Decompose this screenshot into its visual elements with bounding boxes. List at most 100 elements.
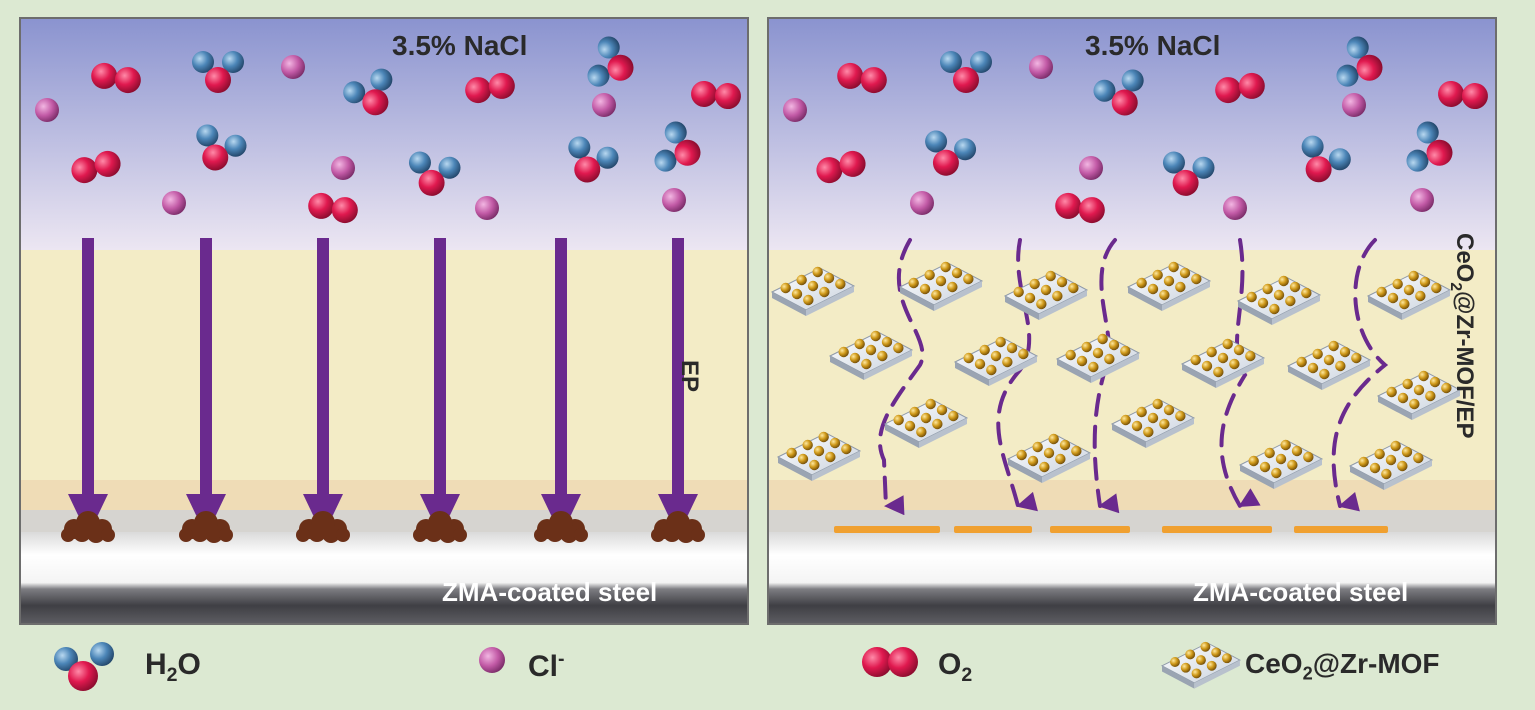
legend-chloride-sup: -: [558, 648, 565, 670]
water-molecule: [192, 51, 244, 93]
mof-platelet: [1236, 275, 1322, 325]
right-coating-label: CeO2@Zr-MOF/EP: [1446, 233, 1478, 438]
water-molecule: [343, 68, 393, 116]
mof-platelet: [1126, 261, 1212, 311]
corrosion-products: [61, 511, 705, 543]
chloride-ion: [475, 196, 499, 220]
mof-platelet: [1006, 433, 1092, 483]
oxygen-molecule: [465, 72, 515, 104]
right-coating-label-suffix: @Zr-MOF/EP: [1451, 291, 1478, 439]
right-substrate-label: ZMA-coated steel: [1193, 577, 1409, 607]
rust-deposit: [179, 511, 233, 543]
chloride-ion: [281, 55, 305, 79]
right-panel-border: [767, 17, 1497, 625]
legend-water-label: H2O: [145, 648, 201, 687]
mof-platelet: [1055, 333, 1141, 383]
rust-deposit: [296, 511, 350, 543]
water-molecule: [196, 124, 247, 171]
oxygen-molecule: [1438, 80, 1488, 110]
legend-chloride-icon: [479, 647, 505, 673]
legend-chloride-text: Cl: [528, 650, 558, 683]
passive-film: [1162, 526, 1272, 533]
passive-film: [1294, 526, 1388, 533]
left-coating-region: [20, 250, 748, 480]
rust-deposit: [534, 511, 588, 543]
left-panel-border: [19, 17, 749, 625]
left-substrate-label: ZMA-coated steel: [442, 577, 658, 607]
mof-platelet: [1376, 370, 1462, 420]
water-molecule: [940, 51, 992, 93]
legend-water-o: O: [177, 648, 201, 681]
legend-oxygen-icon: [862, 647, 918, 677]
chloride-ion: [1342, 93, 1366, 117]
left-solution-label: 3.5% NaCl: [392, 30, 528, 61]
rust-deposit: [61, 511, 115, 543]
chloride-ion: [1029, 55, 1053, 79]
water-molecule: [1301, 135, 1351, 183]
chloride-ion: [331, 156, 355, 180]
legend-mof-icon: [1160, 641, 1241, 689]
passive-film: [954, 526, 1032, 533]
diffusion-path: [878, 238, 925, 516]
oxygen-molecule: [308, 192, 358, 224]
solution-species: [35, 36, 1488, 224]
chloride-ion: [662, 188, 686, 212]
left-interlayer-band: [20, 480, 748, 510]
water-molecule: [408, 151, 461, 196]
legend-mof-sub: 2: [1302, 663, 1313, 684]
mof-platelet: [1238, 439, 1324, 489]
mof-platelet: [770, 266, 856, 316]
oxygen-molecule: [837, 62, 887, 94]
oxygen-molecule: [71, 150, 121, 184]
mof-platelet: [1160, 641, 1241, 689]
passive-film: [834, 526, 940, 533]
left-solution-region: [20, 18, 748, 250]
water-molecule: [925, 130, 977, 176]
chloride-ion: [592, 93, 616, 117]
mof-platelet: [1366, 270, 1452, 320]
mof-platelet: [898, 261, 984, 311]
left-steel-substrate: [20, 532, 748, 624]
rust-deposit: [413, 511, 467, 543]
legend-chloride-label: Cl-: [528, 648, 565, 684]
mof-platelet: [776, 431, 862, 481]
legend-mof-label: CeO2@Zr-MOF: [1245, 648, 1440, 685]
oxygen-molecule: [1215, 72, 1265, 104]
water-molecule: [1162, 151, 1215, 196]
right-panel: [767, 17, 1497, 625]
right-steel-substrate: [768, 532, 1496, 624]
legend-mof-suffix: @Zr-MOF: [1312, 648, 1440, 679]
legend-oxygen-text: O: [938, 648, 962, 681]
legend-oxygen-sub: 2: [961, 664, 973, 686]
oxygen-molecule: [691, 80, 741, 110]
right-coating-label-sub: 2: [1447, 282, 1465, 292]
water-molecule: [1336, 36, 1383, 87]
right-coating-label-prefix: CeO: [1451, 233, 1478, 283]
left-coating-label: EP: [676, 360, 703, 393]
chloride-ion: [1079, 156, 1103, 180]
oxygen-molecule: [816, 150, 866, 184]
water-molecule: [568, 136, 619, 183]
rust-deposit: [651, 511, 705, 543]
chloride-ion: [162, 191, 186, 215]
mof-platelet: [828, 330, 914, 380]
ceo2-zr-mof-platelets: [770, 261, 1462, 490]
legend-water-sub: 2: [166, 664, 178, 686]
diffusion-path: [1092, 238, 1120, 514]
mof-platelet: [953, 336, 1039, 386]
legend: [54, 641, 1241, 691]
passive-film: [1050, 526, 1130, 533]
oxygen-molecule: [1055, 192, 1105, 224]
legend-water-h: H: [145, 648, 167, 681]
chloride-ion: [1223, 196, 1247, 220]
diffusion-path: [1331, 238, 1389, 512]
diffusion-path: [1219, 238, 1261, 508]
mof-platelet: [1180, 338, 1266, 388]
chloride-ion: [910, 191, 934, 215]
legend-mof-prefix: CeO: [1245, 648, 1303, 679]
water-molecule: [1406, 121, 1453, 172]
mof-platelet: [1003, 270, 1089, 320]
right-solution-label: 3.5% NaCl: [1085, 30, 1221, 61]
legend-water-icon: [54, 642, 114, 691]
